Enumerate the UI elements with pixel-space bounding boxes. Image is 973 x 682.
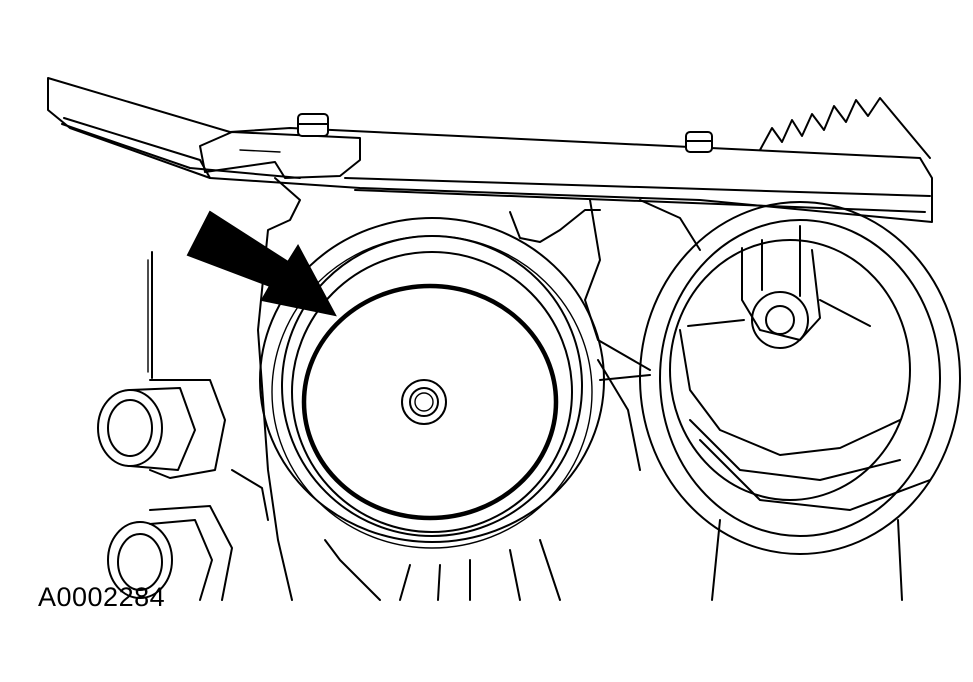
- lower-fitting: [107, 505, 233, 601]
- rail-bolt-right: [685, 131, 713, 153]
- rail-bolt-left: [297, 113, 329, 137]
- o-ring-seal: [301, 283, 559, 521]
- main-cover-assembly: [259, 217, 605, 549]
- indicator-arrow: [186, 210, 337, 317]
- pivot-bracket: [741, 225, 821, 349]
- right-bore-housing: [639, 201, 961, 555]
- left-side-edge: [231, 469, 269, 521]
- top-cover-rail: [47, 77, 933, 223]
- center-bolt: [401, 379, 447, 425]
- figure-id-label: A0002284: [38, 582, 166, 612]
- gear-teeth: [759, 97, 931, 159]
- upper-fitting: [97, 251, 226, 479]
- housing-body: [257, 177, 903, 601]
